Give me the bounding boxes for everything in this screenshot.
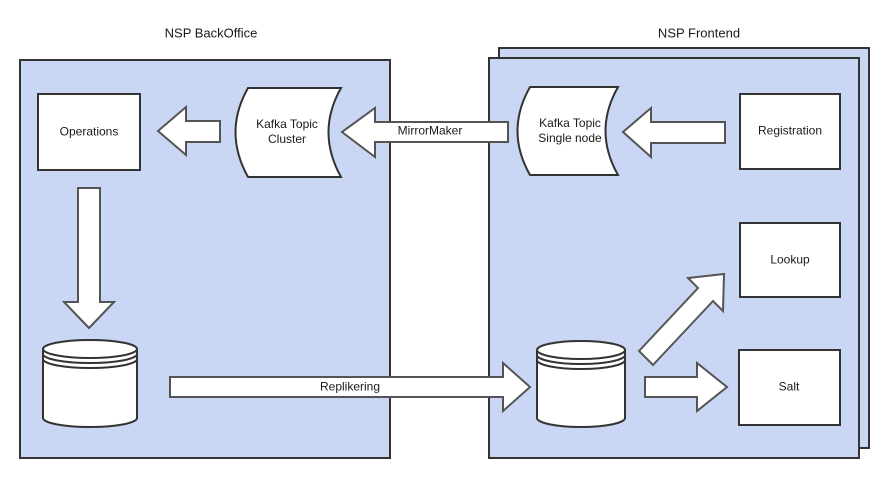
registration-node	[739, 93, 841, 170]
lookup-label: Lookup	[770, 252, 810, 267]
lookup-node	[739, 222, 841, 298]
arrow-operations-to-database-icon	[61, 187, 117, 330]
arrow-cluster-to-operations-icon	[156, 104, 221, 158]
kafka-cluster-label-line2: Cluster	[267, 132, 307, 146]
replikering-arrow-label: Replikering	[319, 379, 381, 394]
kafka-single-node	[516, 86, 620, 176]
frontend-title: NSP Frontend	[657, 25, 741, 41]
arrow-database-to-salt-icon	[644, 360, 729, 414]
kafka-cluster-node	[234, 87, 343, 178]
kafka-single-label-line1: Kafka Topic	[539, 116, 601, 130]
kafka-single-label: Kafka Topic Single node	[538, 116, 601, 146]
database-cylinder-backoffice-icon	[42, 339, 138, 428]
arrow-replikering-icon	[169, 360, 532, 414]
kafka-cluster-label: Kafka Topic Cluster	[256, 117, 318, 147]
backoffice-title: NSP BackOffice	[164, 25, 258, 41]
operations-label: Operations	[59, 124, 119, 139]
arrow-mirrormaker-icon	[340, 106, 509, 160]
kafka-single-label-line2: Single node	[538, 131, 602, 145]
database-cylinder-frontend-icon	[536, 340, 626, 428]
arrow-registration-to-single-icon	[621, 105, 726, 160]
kafka-cluster-label-line1: Kafka Topic	[256, 117, 318, 131]
arrow-database-to-lookup-icon	[637, 272, 726, 367]
salt-label: Salt	[778, 379, 800, 394]
salt-node	[738, 349, 841, 426]
operations-node	[37, 93, 141, 171]
mirrormaker-arrow-label: MirrorMaker	[397, 123, 463, 138]
registration-label: Registration	[757, 123, 823, 138]
